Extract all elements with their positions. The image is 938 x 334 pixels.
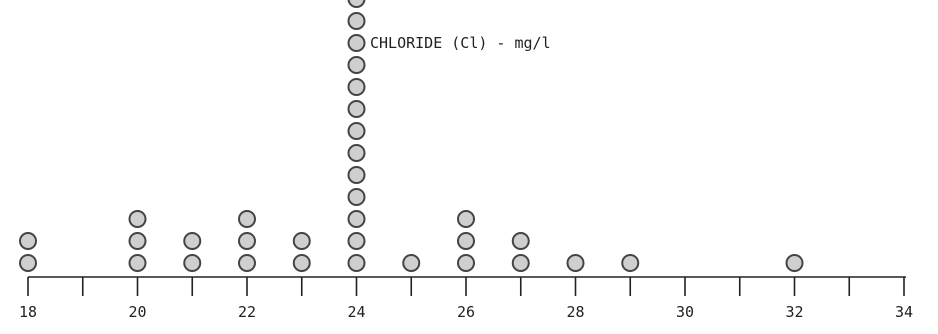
x-tick-label: 28 <box>566 303 584 321</box>
data-markers <box>19 0 804 272</box>
data-dot <box>347 254 366 272</box>
data-dot <box>292 232 311 250</box>
x-axis-ticks <box>27 277 905 296</box>
data-dot <box>457 254 475 272</box>
data-dot <box>128 232 147 250</box>
x-tick-label: 32 <box>785 303 803 321</box>
data-dot <box>292 254 311 272</box>
data-dot <box>19 232 37 250</box>
data-dot <box>238 254 256 272</box>
data-dot <box>566 254 585 272</box>
data-dot <box>347 210 366 228</box>
data-dot <box>347 12 366 30</box>
data-dot <box>238 232 256 250</box>
x-tick-label: 20 <box>128 303 146 321</box>
data-dot <box>347 56 366 74</box>
x-tick-label: 18 <box>19 303 37 321</box>
data-dot <box>183 254 202 272</box>
chart-title: CHLORIDE (Cl) - mg/l <box>370 34 551 52</box>
data-dot <box>19 254 37 272</box>
data-dot <box>183 232 202 250</box>
x-tick-label: 24 <box>347 303 365 321</box>
data-dot <box>785 254 804 272</box>
data-dot <box>347 34 366 52</box>
data-dot <box>402 254 421 272</box>
data-dot <box>347 0 366 8</box>
data-dot <box>457 210 475 228</box>
data-dot <box>238 210 256 228</box>
data-dot <box>128 254 147 272</box>
x-tick-label: 26 <box>457 303 475 321</box>
data-dot <box>347 122 366 140</box>
data-dot <box>621 254 640 272</box>
data-dot <box>347 232 366 250</box>
data-dot <box>511 232 530 250</box>
data-dot <box>457 232 475 250</box>
x-tick-label: 22 <box>238 303 256 321</box>
data-dot <box>511 254 530 272</box>
data-dot <box>347 166 366 184</box>
data-dot <box>347 100 366 118</box>
data-dot <box>128 210 147 228</box>
x-tick-label: 30 <box>676 303 694 321</box>
data-dot <box>347 144 366 162</box>
data-dot <box>347 188 366 206</box>
data-dot <box>347 78 366 96</box>
x-axis-tick-labels: 18 20 22 24 26 28 30 32 34 <box>19 303 913 321</box>
x-tick-label: 34 <box>895 303 913 321</box>
